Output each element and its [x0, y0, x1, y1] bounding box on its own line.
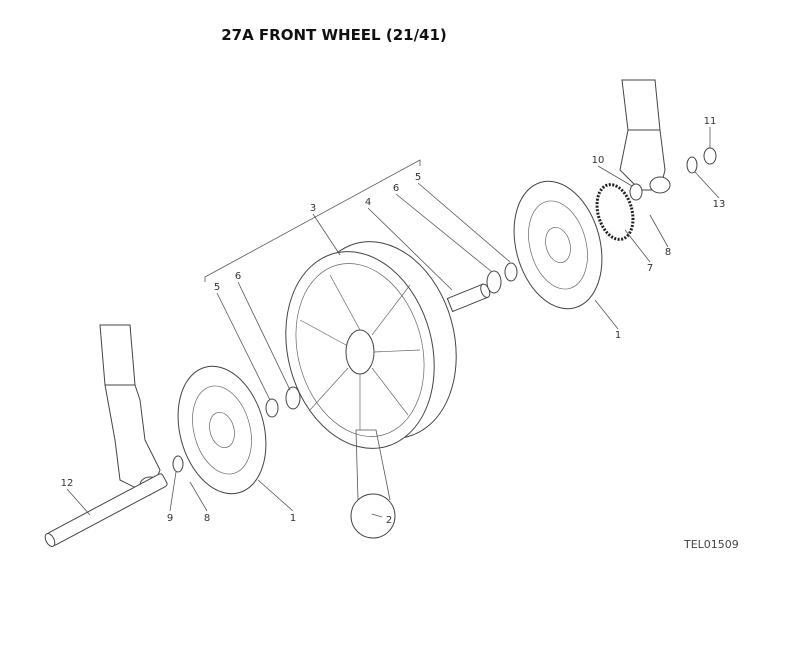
callout-7: 7: [647, 263, 653, 274]
callout-10: 10: [592, 155, 605, 166]
left-spacer: [172, 455, 184, 473]
callout-11: 11: [704, 116, 717, 127]
washer: [686, 156, 698, 174]
callout-5: 5: [415, 172, 421, 183]
left-bearing: [285, 386, 301, 410]
right-fork-leg: [619, 79, 671, 194]
right-brake-disc: [513, 180, 603, 310]
left-brake-disc: [177, 365, 267, 495]
callout-1: 1: [290, 513, 296, 524]
abs-tone-wheel: [595, 183, 635, 241]
right-spacer: [629, 183, 643, 201]
page-title: 27A FRONT WHEEL (21/41): [221, 26, 447, 44]
callout-12: 12: [61, 478, 74, 489]
front-wheel-rim: [285, 241, 457, 449]
callout-9: 9: [167, 513, 173, 524]
callout-8: 8: [665, 247, 671, 258]
drawing-code: TEL01509: [684, 538, 739, 551]
callout-4: 4: [365, 197, 371, 208]
right-bearing: [486, 270, 502, 294]
callout-1: 1: [615, 330, 621, 341]
leader-lines: [66, 127, 720, 518]
left-seal: [265, 398, 279, 418]
callout-8: 8: [204, 513, 210, 524]
assembly-bracket: [204, 159, 421, 282]
callout-6: 6: [393, 183, 399, 194]
right-seal: [504, 262, 518, 282]
callout-6: 6: [235, 271, 241, 282]
front-axle: [44, 473, 168, 547]
valve-detail-circle: [350, 493, 396, 539]
callout-2: 2: [386, 515, 392, 526]
callout-3: 3: [310, 203, 316, 214]
callout-13: 13: [713, 199, 726, 210]
callout-5: 5: [214, 282, 220, 293]
left-fork-leg: [99, 324, 161, 496]
valve-detail-leader: [355, 429, 391, 501]
axle-nut: [703, 147, 717, 165]
spacer-tube: [446, 283, 491, 313]
